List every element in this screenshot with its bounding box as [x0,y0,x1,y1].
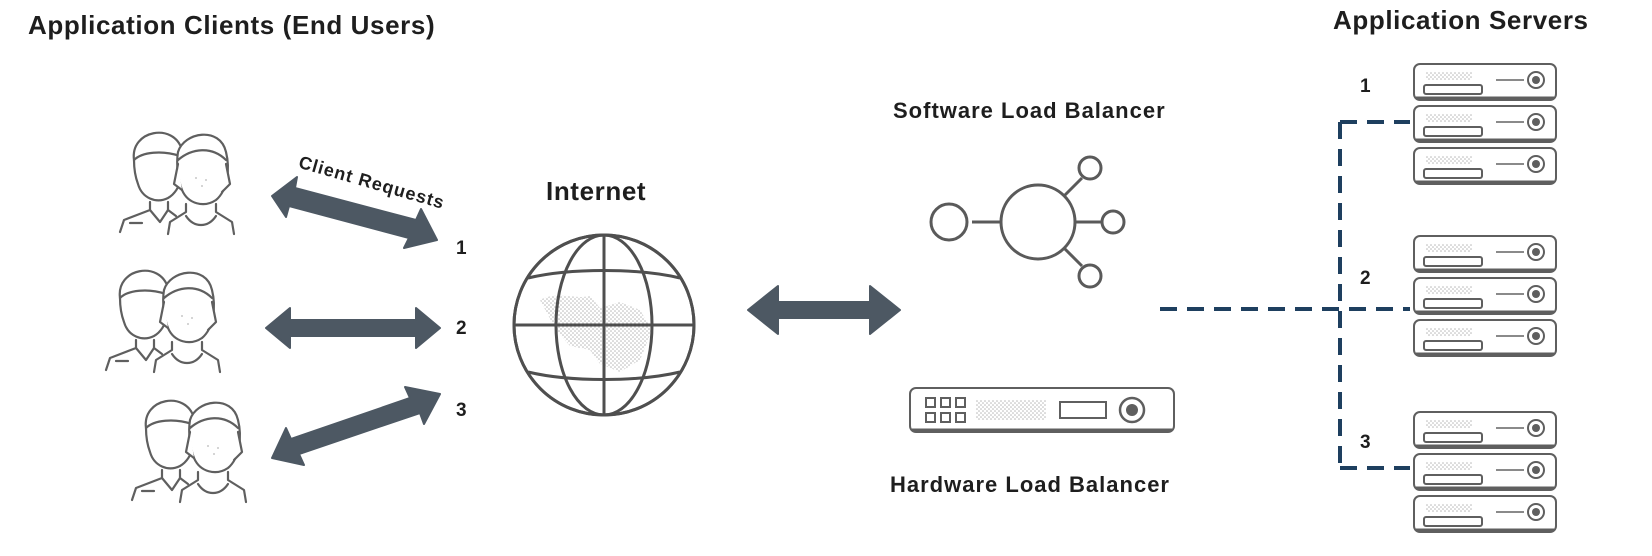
request-arrow-3 [271,386,441,466]
server-stack-2-icon [1412,234,1558,358]
software-load-balancer-icon [929,155,1126,289]
internet-balancer-arrow [747,285,901,335]
server-stack-1-icon [1412,62,1558,186]
request-arrow-1 [271,176,438,249]
user-pair-3-icon [130,399,248,504]
server-stack-3-icon [1412,410,1558,534]
user-pair-2-icon [104,269,222,374]
request-number-2: 2 [456,318,467,339]
software-load-balancer-label: Software Load Balancer [893,98,1166,123]
hardware-load-balancer-label: Hardware Load Balancer [890,472,1170,497]
server-group-number-2: 2 [1360,268,1371,289]
request-number-1: 1 [456,238,467,259]
server-connector-lines [1160,120,1410,470]
globe-icon [512,233,696,417]
server-group-number-3: 3 [1360,432,1371,453]
request-number-3: 3 [456,400,467,421]
internet-label: Internet [546,176,647,206]
user-pair-1-icon [118,131,236,236]
hardware-load-balancer-icon [909,387,1175,433]
request-arrow-2 [265,307,441,349]
servers-title: Application Servers [1333,5,1589,35]
clients-title: Application Clients (End Users) [28,10,436,40]
server-group-number-1: 1 [1360,76,1371,97]
